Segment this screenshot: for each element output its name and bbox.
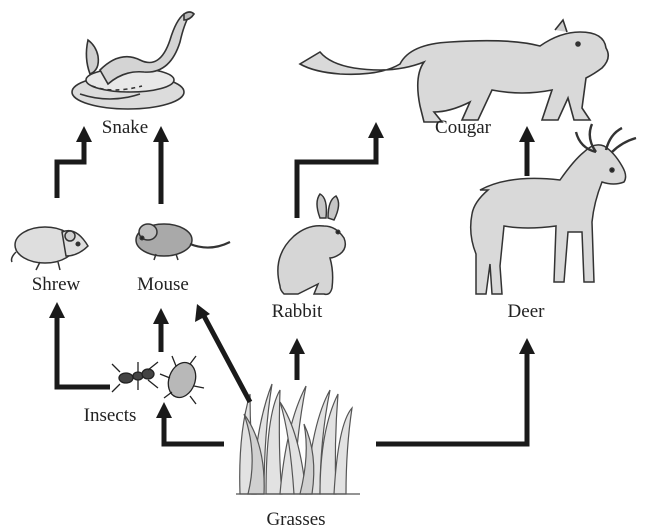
arrow-grasses-to-deer (376, 352, 527, 444)
arrowhead-rabbit (289, 338, 305, 354)
arrowhead-insects (156, 402, 172, 418)
cougar-illustration (300, 20, 608, 122)
label-rabbit: Rabbit (272, 302, 323, 321)
label-mouse: Mouse (137, 275, 189, 294)
label-snake: Snake (102, 118, 148, 137)
arrowhead-cougar-left (368, 122, 384, 138)
label-insects: Insects (84, 406, 137, 425)
label-shrew: Shrew (32, 275, 81, 294)
label-grasses: Grasses (266, 510, 325, 529)
shrew-illustration (12, 227, 89, 270)
arrowhead-cougar-right (519, 126, 535, 142)
rabbit-illustration (278, 194, 345, 294)
arrow-grasses-to-mouse (204, 316, 250, 402)
arrow-shrew-to-snake (57, 140, 84, 198)
beetle-icon (160, 356, 204, 404)
mouse-illustration (136, 224, 230, 260)
arrowhead-deer (519, 338, 535, 354)
insects-illustration (112, 356, 204, 404)
arrow-insects-to-shrew (57, 316, 110, 387)
arrowhead-snake-left (76, 126, 92, 142)
ant-icon (112, 362, 158, 392)
snake-illustration (72, 12, 194, 109)
arrowhead-mouse-from-insects (153, 308, 169, 324)
label-deer: Deer (508, 302, 545, 321)
deer-illustration (471, 124, 636, 294)
arrow-grasses-to-insects (164, 416, 224, 444)
label-cougar: Cougar (435, 118, 491, 137)
grasses-illustration (236, 384, 360, 494)
arrowhead-snake-right (153, 126, 169, 142)
arrowhead-shrew (49, 302, 65, 318)
